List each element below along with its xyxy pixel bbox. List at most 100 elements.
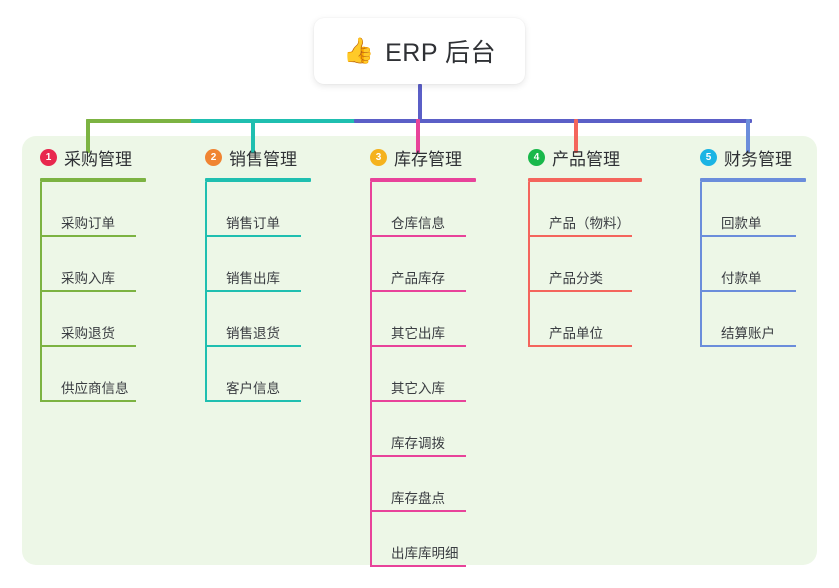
branch-number-badge: 5	[700, 149, 717, 166]
branch-items: 采购订单采购入库采购退货供应商信息	[40, 182, 146, 402]
connector-drop-1	[86, 119, 90, 153]
branch-item-label: 采购入库	[61, 271, 115, 286]
branch-number-badge: 3	[370, 149, 387, 166]
branch-item-label: 采购退货	[61, 326, 115, 341]
root-node-content: 👍 ERP 后台	[343, 33, 496, 69]
connector-drop-3	[416, 119, 420, 153]
branch-item-underline	[370, 290, 466, 292]
branch-rail	[40, 182, 42, 402]
branch-items: 仓库信息产品库存其它出库其它入库库存调拨库存盘点出库库明细	[370, 182, 476, 567]
branch-items: 产品（物料） 产品分类产品单位	[528, 182, 642, 347]
branch-item-underline	[528, 235, 632, 237]
branch-rail	[700, 182, 702, 347]
branch-title: 库存管理	[394, 150, 462, 169]
content-panel	[22, 136, 817, 565]
branch-item-label: 销售订单	[226, 216, 280, 231]
branch-item[interactable]: 库存调拨	[370, 402, 476, 457]
branch-item-underline	[205, 235, 301, 237]
branch-item-label: 产品（物料）	[549, 216, 630, 231]
branch-item[interactable]: 回款单	[700, 182, 806, 237]
branch-underline	[370, 178, 476, 182]
connector-drop-4	[574, 119, 578, 153]
branch-underline	[700, 178, 806, 182]
branch-number-badge: 1	[40, 149, 57, 166]
branch-item[interactable]: 仓库信息	[370, 182, 476, 237]
branch-item[interactable]: 采购退货	[40, 292, 146, 347]
branch-title: 财务管理	[724, 150, 792, 169]
branch-item-underline	[370, 455, 466, 457]
branch-header-5[interactable]: 5 财务管理	[700, 145, 806, 170]
branch-item-underline	[205, 345, 301, 347]
branch-item[interactable]: 销售退货	[205, 292, 311, 347]
branch-item[interactable]: 采购入库	[40, 237, 146, 292]
root-node[interactable]: 👍 ERP 后台	[314, 18, 525, 84]
branch-column-1: 1 采购管理采购订单采购入库采购退货供应商信息	[40, 145, 146, 402]
branch-item-label: 客户信息	[226, 381, 280, 396]
branch-items: 回款单付款单结算账户	[700, 182, 806, 347]
branch-item-label: 结算账户	[721, 326, 775, 341]
branch-item-label: 其它入库	[391, 381, 445, 396]
branch-column-4: 4 产品管理产品（物料） 产品分类产品单位	[528, 145, 642, 347]
branch-item-label: 库存盘点	[391, 491, 445, 506]
branch-item[interactable]: 供应商信息	[40, 347, 146, 402]
branch-item-underline	[370, 510, 466, 512]
branch-item-label: 付款单	[721, 271, 762, 286]
branch-item-underline	[370, 345, 466, 347]
branch-item-underline	[700, 345, 796, 347]
branch-rail	[528, 182, 530, 347]
branch-column-3: 3 库存管理仓库信息产品库存其它出库其它入库库存调拨库存盘点出库库明细	[370, 145, 476, 567]
branch-item[interactable]: 客户信息	[205, 347, 311, 402]
branch-item[interactable]: 产品分类	[528, 237, 642, 292]
branch-underline	[205, 178, 311, 182]
branch-item-label: 产品单位	[549, 326, 603, 341]
branch-item[interactable]: 库存盘点	[370, 457, 476, 512]
branch-item[interactable]: 付款单	[700, 237, 806, 292]
branch-item-label: 出库库明细	[391, 546, 459, 561]
branch-item-underline	[40, 290, 136, 292]
connector-drop-2	[251, 119, 255, 153]
branch-item-underline	[40, 345, 136, 347]
branch-item-label: 其它出库	[391, 326, 445, 341]
branch-header-4[interactable]: 4 产品管理	[528, 145, 642, 170]
branch-item-underline	[40, 400, 136, 402]
branch-title: 采购管理	[64, 150, 132, 169]
connector-drop-5	[746, 119, 750, 153]
connector-trunk	[418, 84, 422, 123]
connector-bus-segment-2	[191, 119, 356, 123]
branch-item-underline	[205, 290, 301, 292]
branch-underline	[528, 178, 642, 182]
branch-item-underline	[205, 400, 301, 402]
branch-item[interactable]: 产品库存	[370, 237, 476, 292]
branch-underline	[40, 178, 146, 182]
branch-title: 销售管理	[229, 150, 297, 169]
branch-header-1[interactable]: 1 采购管理	[40, 145, 146, 170]
branch-item-underline	[370, 565, 466, 567]
branch-item[interactable]: 采购订单	[40, 182, 146, 237]
branch-item[interactable]: 销售订单	[205, 182, 311, 237]
branch-item-underline	[370, 235, 466, 237]
branch-item-label: 销售出库	[226, 271, 280, 286]
branch-item-label: 库存调拨	[391, 436, 445, 451]
branch-item[interactable]: 产品（物料）	[528, 182, 642, 237]
branch-item[interactable]: 销售出库	[205, 237, 311, 292]
branch-item[interactable]: 结算账户	[700, 292, 806, 347]
branch-item-underline	[528, 345, 632, 347]
branch-item-label: 采购订单	[61, 216, 115, 231]
branch-header-3[interactable]: 3 库存管理	[370, 145, 476, 170]
branch-rail	[370, 182, 372, 567]
thumbs-up-icon: 👍	[342, 36, 375, 65]
branch-item-label: 产品库存	[391, 271, 445, 286]
branch-item[interactable]: 其它入库	[370, 347, 476, 402]
branch-title: 产品管理	[552, 150, 620, 169]
branch-number-badge: 4	[528, 149, 545, 166]
root-node-title: ERP 后台	[385, 39, 497, 67]
branch-item-underline	[700, 235, 796, 237]
branch-item[interactable]: 出库库明细	[370, 512, 476, 567]
branch-item[interactable]: 其它出库	[370, 292, 476, 347]
branch-item[interactable]: 产品单位	[528, 292, 642, 347]
branch-item-underline	[700, 290, 796, 292]
branch-item-underline	[40, 235, 136, 237]
branch-item-label: 产品分类	[549, 271, 603, 286]
